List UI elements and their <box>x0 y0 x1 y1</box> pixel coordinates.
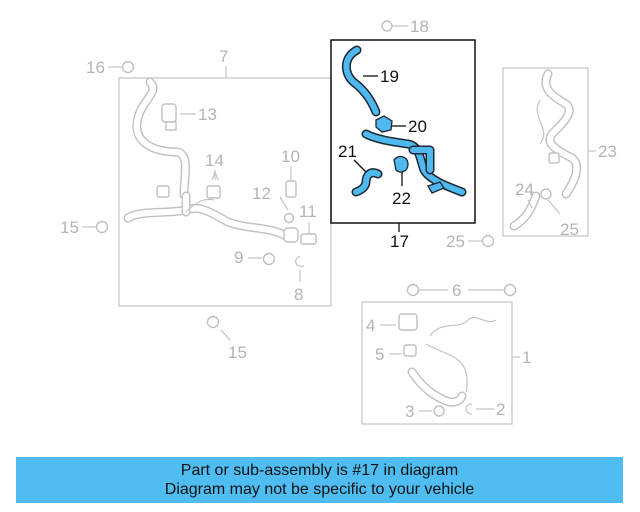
callout-10-group: 10 <box>281 147 300 198</box>
callout-3: 3 <box>405 402 414 421</box>
parts-diagram: 18 7 16 13 14 10 <box>60 17 617 425</box>
callout-5: 5 <box>375 345 384 364</box>
callout-22: 22 <box>392 189 411 208</box>
callout-18-group: 18 <box>381 17 429 36</box>
callout-4: 4 <box>366 316 375 335</box>
callout-15-left-group: 15 <box>60 218 109 237</box>
callout-20: 20 <box>408 117 427 136</box>
callout-9-group: 9 <box>234 248 276 267</box>
callout-16-group: 16 <box>86 58 135 77</box>
callout-12-group: 12 <box>252 184 295 224</box>
callout-2: 2 <box>496 400 505 419</box>
callout-15-bottom-group: 15 <box>206 315 247 362</box>
callout-1: 1 <box>522 348 531 367</box>
assembly-17-box: 17 19 20 22 21 <box>330 39 476 251</box>
callout-8: 8 <box>294 285 303 304</box>
assembly-23-box: 23 24 25 <box>502 67 617 239</box>
assembly-1-box: 1 <box>361 301 531 425</box>
callout-14-group: 14 <box>205 151 224 180</box>
callout-6: 6 <box>452 281 461 300</box>
callout-11: 11 <box>299 202 317 221</box>
callout-19: 19 <box>380 67 399 86</box>
callout-4-group: 4 <box>366 316 396 335</box>
callout-18: 18 <box>410 17 429 36</box>
callout-21: 21 <box>338 142 357 161</box>
callout-25-bottom-group: 25 <box>446 232 495 251</box>
callout-10: 10 <box>281 147 300 166</box>
info-banner: Part or sub-assembly is #17 in diagram D… <box>16 457 623 503</box>
callout-25-right: 25 <box>560 220 579 239</box>
banner-line-1: Part or sub-assembly is #17 in diagram <box>180 462 459 479</box>
callout-24: 24 <box>515 180 534 199</box>
callout-25-bottom: 25 <box>446 232 465 251</box>
callout-23: 23 <box>598 142 617 161</box>
banner-line-2: Diagram may not be specific to your vehi… <box>164 481 475 498</box>
callout-12: 12 <box>252 184 271 203</box>
assembly-7-box: 7 <box>118 47 332 307</box>
callout-9: 9 <box>234 248 243 267</box>
callout-13-group: 13 <box>180 105 217 124</box>
callout-13: 13 <box>198 105 217 124</box>
callout-16: 16 <box>86 58 105 77</box>
callout-7: 7 <box>219 47 228 66</box>
callout-5-group: 5 <box>375 345 402 364</box>
callout-15-bottom: 15 <box>228 343 247 362</box>
callout-2-group: 2 <box>465 400 505 419</box>
callout-15-left: 15 <box>60 218 79 237</box>
callout-17: 17 <box>390 232 409 251</box>
callout-3-group: 3 <box>405 402 445 421</box>
callout-14: 14 <box>205 151 224 170</box>
callout-11-group: 11 <box>299 202 317 245</box>
callout-8-group: 8 <box>294 255 305 304</box>
callout-6-group: 6 <box>406 281 517 300</box>
